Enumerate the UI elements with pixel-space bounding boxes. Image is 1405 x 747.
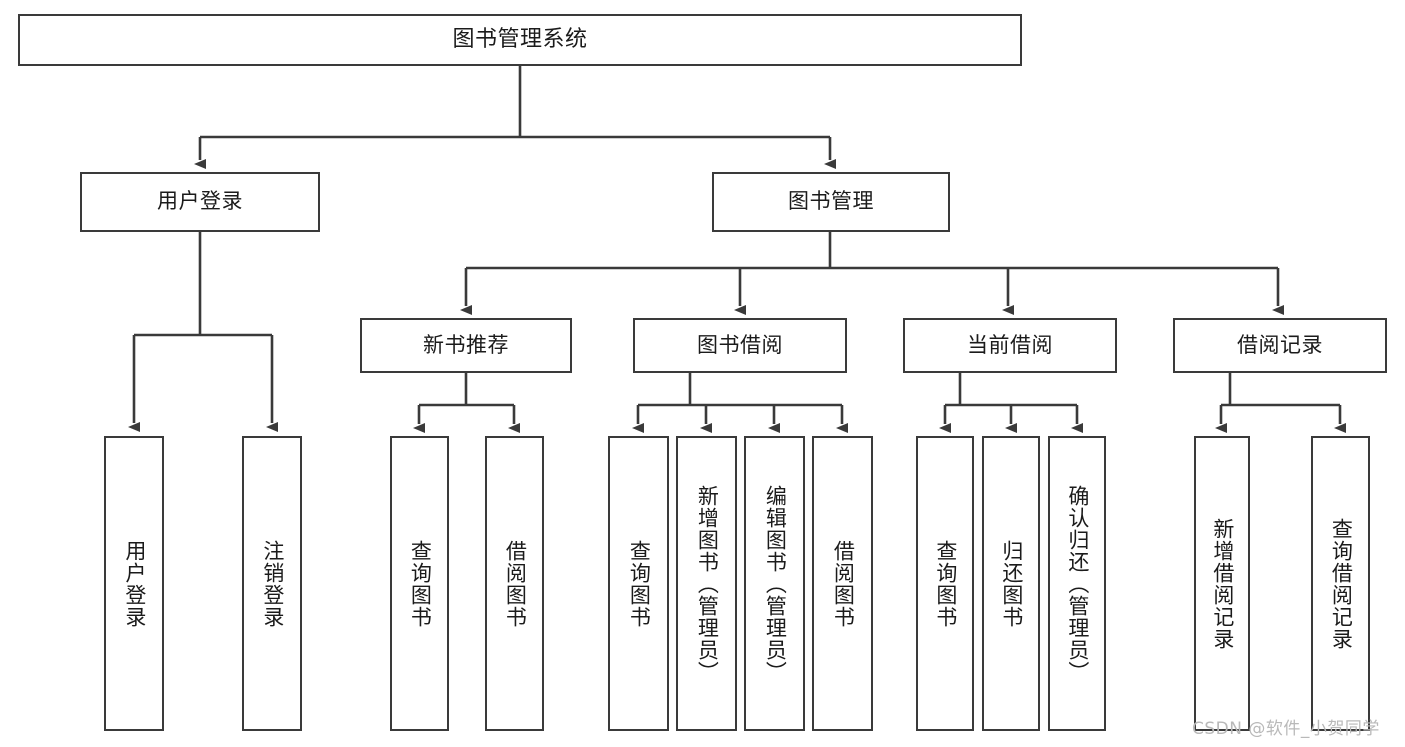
leaf-borrow-edit-book[interactable]: 编辑图书（管理员） bbox=[744, 436, 805, 731]
leaf-borrow-add-book[interactable]: 新增图书（管理员） bbox=[676, 436, 737, 731]
node-label: 确认归还（管理员） bbox=[1065, 484, 1090, 683]
node-label: 图书管理系统 bbox=[452, 26, 588, 52]
leaf-rec-borrow-book[interactable]: 借阅图书 bbox=[485, 436, 544, 731]
node-borrow-record[interactable]: 借阅记录 bbox=[1173, 318, 1387, 373]
node-label: 新增图书（管理员） bbox=[695, 484, 720, 683]
node-book-borrow[interactable]: 图书借阅 bbox=[633, 318, 847, 373]
node-label: 新书推荐 bbox=[423, 332, 509, 357]
node-user-login[interactable]: 用户登录 bbox=[80, 172, 320, 232]
node-label: 查询借阅记录 bbox=[1329, 517, 1354, 650]
node-label: 新增借阅记录 bbox=[1210, 517, 1235, 650]
node-label: 借阅图书 bbox=[831, 539, 856, 628]
node-label: 归还图书 bbox=[999, 539, 1024, 628]
node-label: 查询图书 bbox=[408, 539, 433, 628]
leaf-rec-query-book[interactable]: 查询图书 bbox=[390, 436, 449, 731]
leaf-user-logout[interactable]: 注销登录 bbox=[242, 436, 302, 731]
node-label: 查询图书 bbox=[933, 539, 958, 628]
leaf-cur-return-book[interactable]: 归还图书 bbox=[982, 436, 1040, 731]
node-label: 编辑图书（管理员） bbox=[763, 484, 788, 683]
csdn-watermark: CSDN @软件_小贺同学 bbox=[1192, 719, 1380, 739]
node-book-manage[interactable]: 图书管理 bbox=[712, 172, 950, 232]
node-label: 查询图书 bbox=[627, 539, 652, 628]
leaf-cur-query-book[interactable]: 查询图书 bbox=[916, 436, 974, 731]
node-label: 当前借阅 bbox=[967, 332, 1053, 357]
leaf-rec-add-record[interactable]: 新增借阅记录 bbox=[1194, 436, 1250, 731]
node-label: 用户登录 bbox=[122, 539, 147, 628]
leaf-cur-confirm-return[interactable]: 确认归还（管理员） bbox=[1048, 436, 1106, 731]
node-label: 注销登录 bbox=[260, 539, 285, 628]
leaf-user-login[interactable]: 用户登录 bbox=[104, 436, 164, 731]
node-label: 借阅记录 bbox=[1237, 332, 1323, 357]
leaf-borrow-query-book[interactable]: 查询图书 bbox=[608, 436, 669, 731]
node-current-borrow[interactable]: 当前借阅 bbox=[903, 318, 1117, 373]
node-label: 借阅图书 bbox=[503, 539, 528, 628]
node-label: 用户登录 bbox=[157, 189, 243, 214]
leaf-borrow-borrow-book[interactable]: 借阅图书 bbox=[812, 436, 873, 731]
node-new-book-rec[interactable]: 新书推荐 bbox=[360, 318, 572, 373]
leaf-rec-query-record[interactable]: 查询借阅记录 bbox=[1311, 436, 1370, 731]
node-book-management-system[interactable]: 图书管理系统 bbox=[18, 14, 1022, 66]
node-label: 图书借阅 bbox=[697, 332, 783, 357]
node-label: 图书管理 bbox=[788, 189, 874, 214]
